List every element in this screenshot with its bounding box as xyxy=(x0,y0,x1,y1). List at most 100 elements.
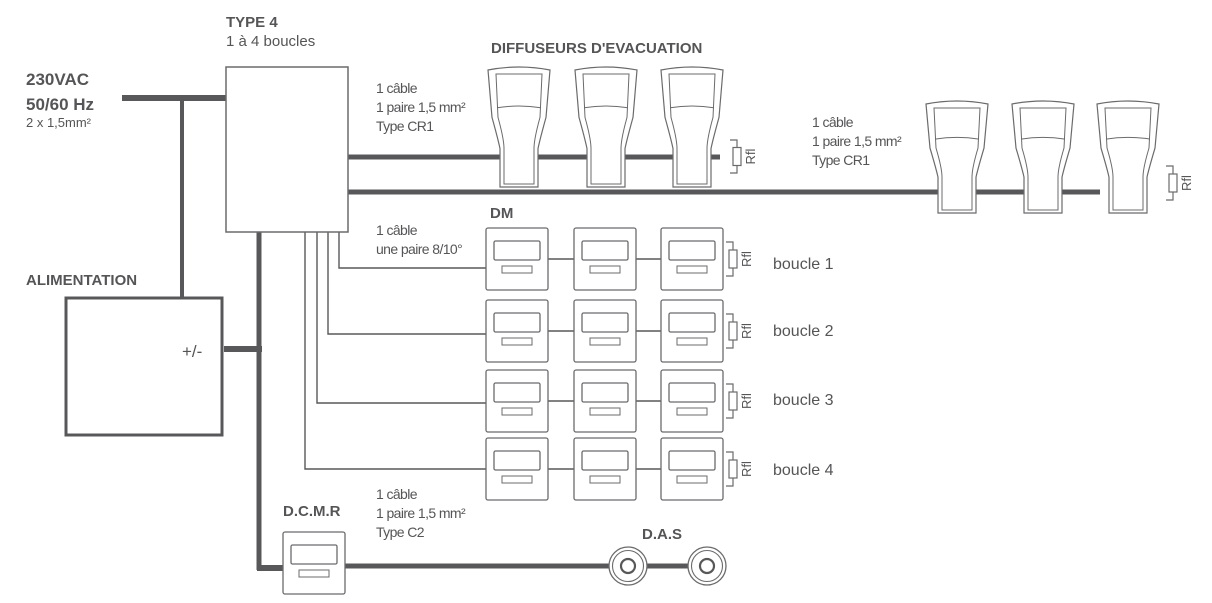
resistor-body xyxy=(1168,173,1178,193)
loop-wire-4 xyxy=(304,232,486,470)
resistor-lead xyxy=(726,478,734,487)
resistor-lead xyxy=(726,340,734,349)
diffuser-body xyxy=(487,66,551,188)
cable-line: 1 paire 1,5 mm² xyxy=(812,133,902,149)
resistor-lead xyxy=(726,451,734,460)
module-display xyxy=(493,450,541,471)
cable-line: 1 câble xyxy=(376,222,418,238)
resistor-lead xyxy=(730,165,738,174)
resistor-lead xyxy=(726,383,734,392)
module-button xyxy=(589,475,621,484)
detector-module xyxy=(660,299,724,363)
loop-resistor-icon: Rfl xyxy=(726,451,754,487)
resistor-lead xyxy=(730,139,738,148)
loop-resistor-icon: Rfl xyxy=(726,383,754,419)
diffuser-lens-line xyxy=(669,105,715,109)
module-button xyxy=(298,569,330,578)
module-display xyxy=(668,312,716,333)
diffuser-lens-line xyxy=(934,136,980,140)
module-button xyxy=(589,265,621,274)
resistor-label: Rfl xyxy=(739,323,754,339)
module-display xyxy=(290,544,338,565)
resistor-lead xyxy=(726,410,734,419)
loop-label-1: boucle 1 xyxy=(773,256,834,273)
detector-module xyxy=(660,437,724,501)
diffuser-line2 xyxy=(1096,100,1160,214)
module-display xyxy=(493,240,541,261)
diffuser-line1 xyxy=(574,66,638,188)
das-inner-ring xyxy=(611,549,645,583)
diffuser-lens-line xyxy=(1020,136,1066,140)
detector-module xyxy=(573,227,637,291)
cable-line: 1 câble xyxy=(376,80,418,96)
module-button xyxy=(501,337,533,346)
cable-line: Type CR1 xyxy=(812,152,870,168)
module-display xyxy=(581,240,629,261)
detector-module xyxy=(573,369,637,433)
loop-wire-1 xyxy=(338,232,486,269)
diffuser-line1 xyxy=(660,66,724,188)
resistor-lead xyxy=(1166,192,1174,201)
das-center xyxy=(619,557,637,575)
loop-wire-3 xyxy=(316,232,486,404)
resistor-body xyxy=(728,249,738,269)
module-display xyxy=(581,450,629,471)
diffusers-title: DIFFUSEURS D'EVACUATION xyxy=(491,40,703,57)
das-title: D.A.S xyxy=(642,526,683,543)
resistor-lead xyxy=(726,313,734,322)
loop-label-4: boucle 4 xyxy=(773,462,834,479)
detectors-title: DM xyxy=(490,205,514,222)
detector-module xyxy=(485,227,549,291)
resistor-lead xyxy=(726,268,734,277)
module-display xyxy=(493,312,541,333)
diffuser-body xyxy=(925,100,989,214)
diffuser-inner xyxy=(495,73,543,185)
loop-resistor-icon: Rfl xyxy=(726,313,754,349)
module-button xyxy=(676,407,708,416)
cable-line: 1 câble xyxy=(376,486,418,502)
diffuser-body xyxy=(574,66,638,188)
module-button xyxy=(501,265,533,274)
supply-box xyxy=(64,296,224,437)
module-button xyxy=(501,407,533,416)
module-button xyxy=(676,475,708,484)
diffuser-line2-cable-label: 1 câble 1 paire 1,5 mm² Type CR1 xyxy=(812,115,902,172)
dcmr-title: D.C.M.R xyxy=(283,503,341,520)
diffuser-inner xyxy=(1104,107,1152,211)
cable-line: Type CR1 xyxy=(376,118,434,134)
module-display xyxy=(668,382,716,403)
diffuser-lens-line xyxy=(1105,136,1151,140)
resistor-label: Rfl xyxy=(739,461,754,477)
loop-label-2: boucle 2 xyxy=(773,323,834,340)
supply-terminal-label: +/- xyxy=(182,342,203,361)
controller-title: TYPE 4 xyxy=(226,14,278,31)
diffuser-line2-resistor-icon: Rfl xyxy=(1166,165,1194,201)
resistor-label: Rfl xyxy=(739,393,754,409)
resistor-lead xyxy=(1166,165,1174,174)
module-display xyxy=(581,382,629,403)
diffuser-inner xyxy=(582,73,630,185)
controller-box xyxy=(225,66,349,233)
dcmr-cable-label: 1 câble 1 paire 1,5 mm² Type C2 xyxy=(376,486,466,544)
module-display xyxy=(493,382,541,403)
diffuser-body xyxy=(1096,100,1160,214)
loop-resistor-icon: Rfl xyxy=(726,241,754,277)
resistor-lead xyxy=(726,241,734,250)
supply-label: ALIMENTATION xyxy=(26,272,138,289)
module-button xyxy=(589,337,621,346)
module-button xyxy=(589,407,621,416)
das-device xyxy=(608,546,648,586)
module-display xyxy=(668,240,716,261)
diffuser-lens-line xyxy=(583,105,629,109)
resistor-label: Rfl xyxy=(739,251,754,267)
resistor-body xyxy=(728,391,738,411)
module-display xyxy=(668,450,716,471)
detector-module xyxy=(485,369,549,433)
loop-wire-2 xyxy=(327,232,486,335)
resistor-body xyxy=(728,321,738,341)
diffuser-body xyxy=(1011,100,1075,214)
detector-module xyxy=(660,369,724,433)
power-cable-label: 2 x 1,5mm² xyxy=(26,115,92,130)
